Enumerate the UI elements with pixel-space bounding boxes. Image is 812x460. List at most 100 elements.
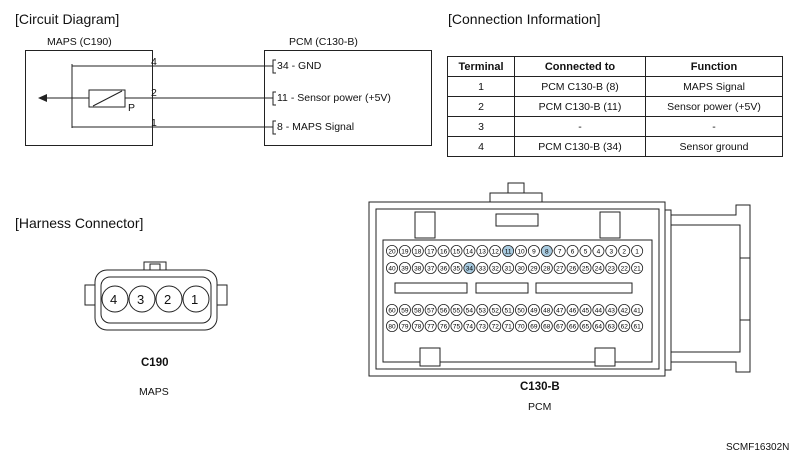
c130b-pin-26	[566, 261, 579, 274]
c130b-pin-label: 40	[388, 266, 396, 273]
c130b-pin-56	[437, 303, 450, 316]
table-row: 3 - -	[447, 116, 783, 137]
c130b-pin-48	[540, 303, 553, 316]
c130b-pin-label: 29	[530, 266, 538, 273]
c130b-pin-28	[540, 261, 553, 274]
c130b-pin-label: 9	[532, 249, 536, 256]
c130b-pin-label: 11	[505, 249, 512, 256]
cell-function: Sensor power (+5V)	[645, 96, 783, 117]
c130b-pin-61	[631, 319, 644, 332]
c130b-pin-13	[476, 244, 489, 257]
cell-function: MAPS Signal	[645, 76, 783, 97]
c130b-pin-35	[450, 261, 463, 274]
c130b-pin-label: 8	[545, 249, 549, 256]
c130b-pin-label: 34	[466, 266, 474, 273]
c190-pin-2: 2	[164, 292, 172, 307]
c130b-pin-label: 22	[621, 266, 629, 273]
c130b-pin-59	[398, 303, 411, 316]
c130b-pin-50	[515, 303, 528, 316]
c130b-pin-label: 10	[517, 249, 525, 256]
c130b-pin-16	[437, 244, 450, 257]
c130b-pin-label: 38	[414, 266, 422, 273]
c130b-pin-64	[592, 319, 605, 332]
c130b-pin-label: 49	[530, 308, 538, 315]
c130b-pin-19	[398, 244, 411, 257]
c130b-pin-label: 68	[543, 324, 551, 331]
c130b-pin-29	[527, 261, 540, 274]
pcm-line-gnd: 34 - GND	[277, 60, 321, 72]
c130b-pin-41	[631, 303, 644, 316]
c130b-pin-68	[540, 319, 553, 332]
c190-name: C190	[141, 357, 169, 369]
c130b-pin-12	[489, 244, 502, 257]
c130b-pin-label: 73	[479, 324, 487, 331]
c130b-pin-24	[592, 261, 605, 274]
c130b-pin-label: 39	[401, 266, 409, 273]
pcm-c130b-label: PCM (C130-B)	[289, 36, 358, 48]
c130b-pin-label: 19	[401, 249, 409, 256]
c130b-pin-75	[450, 319, 463, 332]
c130b-pin-36	[437, 261, 450, 274]
c130b-pin-30	[515, 261, 528, 274]
c130b-pin-33	[476, 261, 489, 274]
c190-pin-4: 4	[110, 292, 118, 307]
table-row: 2 PCM C130-B (11) Sensor power (+5V)	[447, 96, 783, 117]
c130b-pin-72	[489, 319, 502, 332]
c130b-pin-78	[411, 319, 424, 332]
c130b-pin-label: 27	[556, 266, 564, 273]
c130b-pin-67	[553, 319, 566, 332]
left-pin-2: 2	[151, 87, 157, 99]
c130b-pin-17	[424, 244, 437, 257]
cell-function: Sensor ground	[645, 136, 783, 157]
c130b-pin-label: 75	[453, 324, 461, 331]
c130b-pin-62	[618, 319, 631, 332]
c130b-pin-65	[579, 319, 592, 332]
c130b-pin-21	[631, 261, 644, 274]
c130b-pin-label: 41	[633, 308, 641, 315]
c130b-pin-10	[515, 244, 528, 257]
c130b-pin-1	[631, 244, 644, 257]
c130b-pin-63	[605, 319, 618, 332]
c130b-pin-label: 21	[633, 266, 641, 273]
c130b-pin-label: 51	[504, 308, 512, 315]
c130b-pin-73	[476, 319, 489, 332]
c130b-pin-79	[398, 319, 411, 332]
c130b-pin-label: 2	[622, 249, 626, 256]
c130b-pin-label: 47	[556, 308, 564, 315]
c130b-pin-label: 60	[388, 308, 396, 315]
c130b-pin-label: 55	[453, 308, 461, 315]
c130b-pin-2	[618, 244, 631, 257]
harness-connector-title: [Harness Connector]	[15, 215, 144, 231]
c130b-pin-label: 16	[440, 249, 448, 256]
c130b-pin-label: 1	[635, 249, 639, 256]
c130b-pin-8	[540, 244, 553, 257]
c130b-pin-label: 67	[556, 324, 564, 331]
c130b-pin-label: 33	[479, 266, 487, 273]
cell-terminal: 4	[447, 136, 515, 157]
pcm-pin-34-text: - GND	[291, 60, 322, 72]
c130b-pin-3	[605, 244, 618, 257]
c130b-pin-label: 25	[582, 266, 590, 273]
c130b-pin-label: 42	[621, 308, 629, 315]
c130b-pin-label: 35	[453, 266, 461, 273]
c130b-pin-32	[489, 261, 502, 274]
c130b-pin-27	[553, 261, 566, 274]
c130b-name: C130-B	[520, 381, 560, 393]
c130b-pin-58	[411, 303, 424, 316]
c130b-pin-label: 32	[492, 266, 500, 273]
c130b-pin-label: 72	[492, 324, 500, 331]
c130b-pin-66	[566, 319, 579, 332]
c130b-pin-label: 48	[543, 308, 551, 315]
c130b-pin-23	[605, 261, 618, 274]
c130b-pin-60	[385, 303, 398, 316]
c190-pin-1: 1	[191, 292, 199, 307]
c130b-pin-34	[463, 261, 476, 274]
pcm-line-sensor-power: 11 - Sensor power (+5V)	[277, 92, 391, 104]
c130b-sub: PCM	[528, 401, 552, 413]
c130b-pin-31	[502, 261, 515, 274]
c130b-pin-label: 52	[492, 308, 500, 315]
pcm-pin-8: 8	[277, 121, 283, 133]
left-pin-1: 1	[151, 117, 157, 129]
c130b-pin-label: 54	[466, 308, 474, 315]
